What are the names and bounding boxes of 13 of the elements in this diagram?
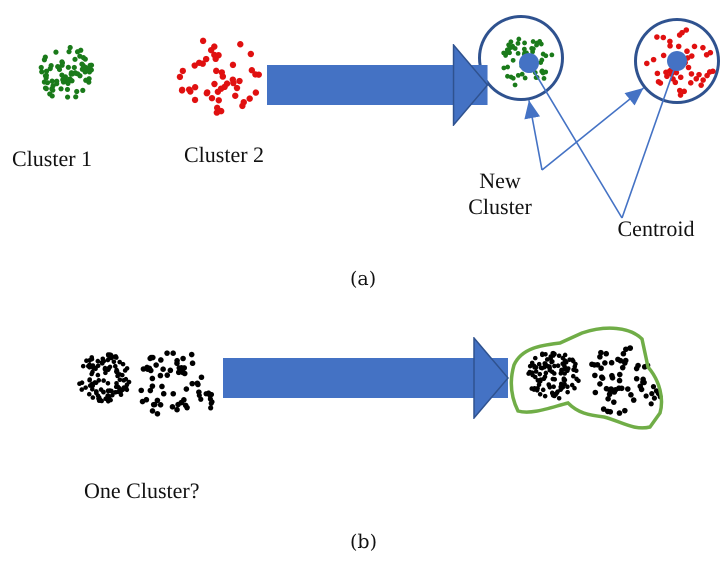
panel-label: (a): [350, 268, 376, 290]
cluster-caption: One Cluster?: [84, 478, 200, 504]
block-arrow: [223, 337, 509, 419]
block-arrow: [267, 44, 488, 126]
centroid-dot: [667, 51, 687, 71]
centroid-dot: [519, 53, 539, 73]
cluster-caption: Cluster 1: [12, 146, 92, 172]
arrow: [542, 87, 644, 171]
panel-label: (b): [350, 531, 377, 553]
cluster-caption: Cluster 2: [184, 142, 264, 168]
arrow: [524, 100, 543, 170]
callout-text: Centroid: [600, 216, 712, 246]
callout-text: New Cluster: [452, 168, 548, 224]
